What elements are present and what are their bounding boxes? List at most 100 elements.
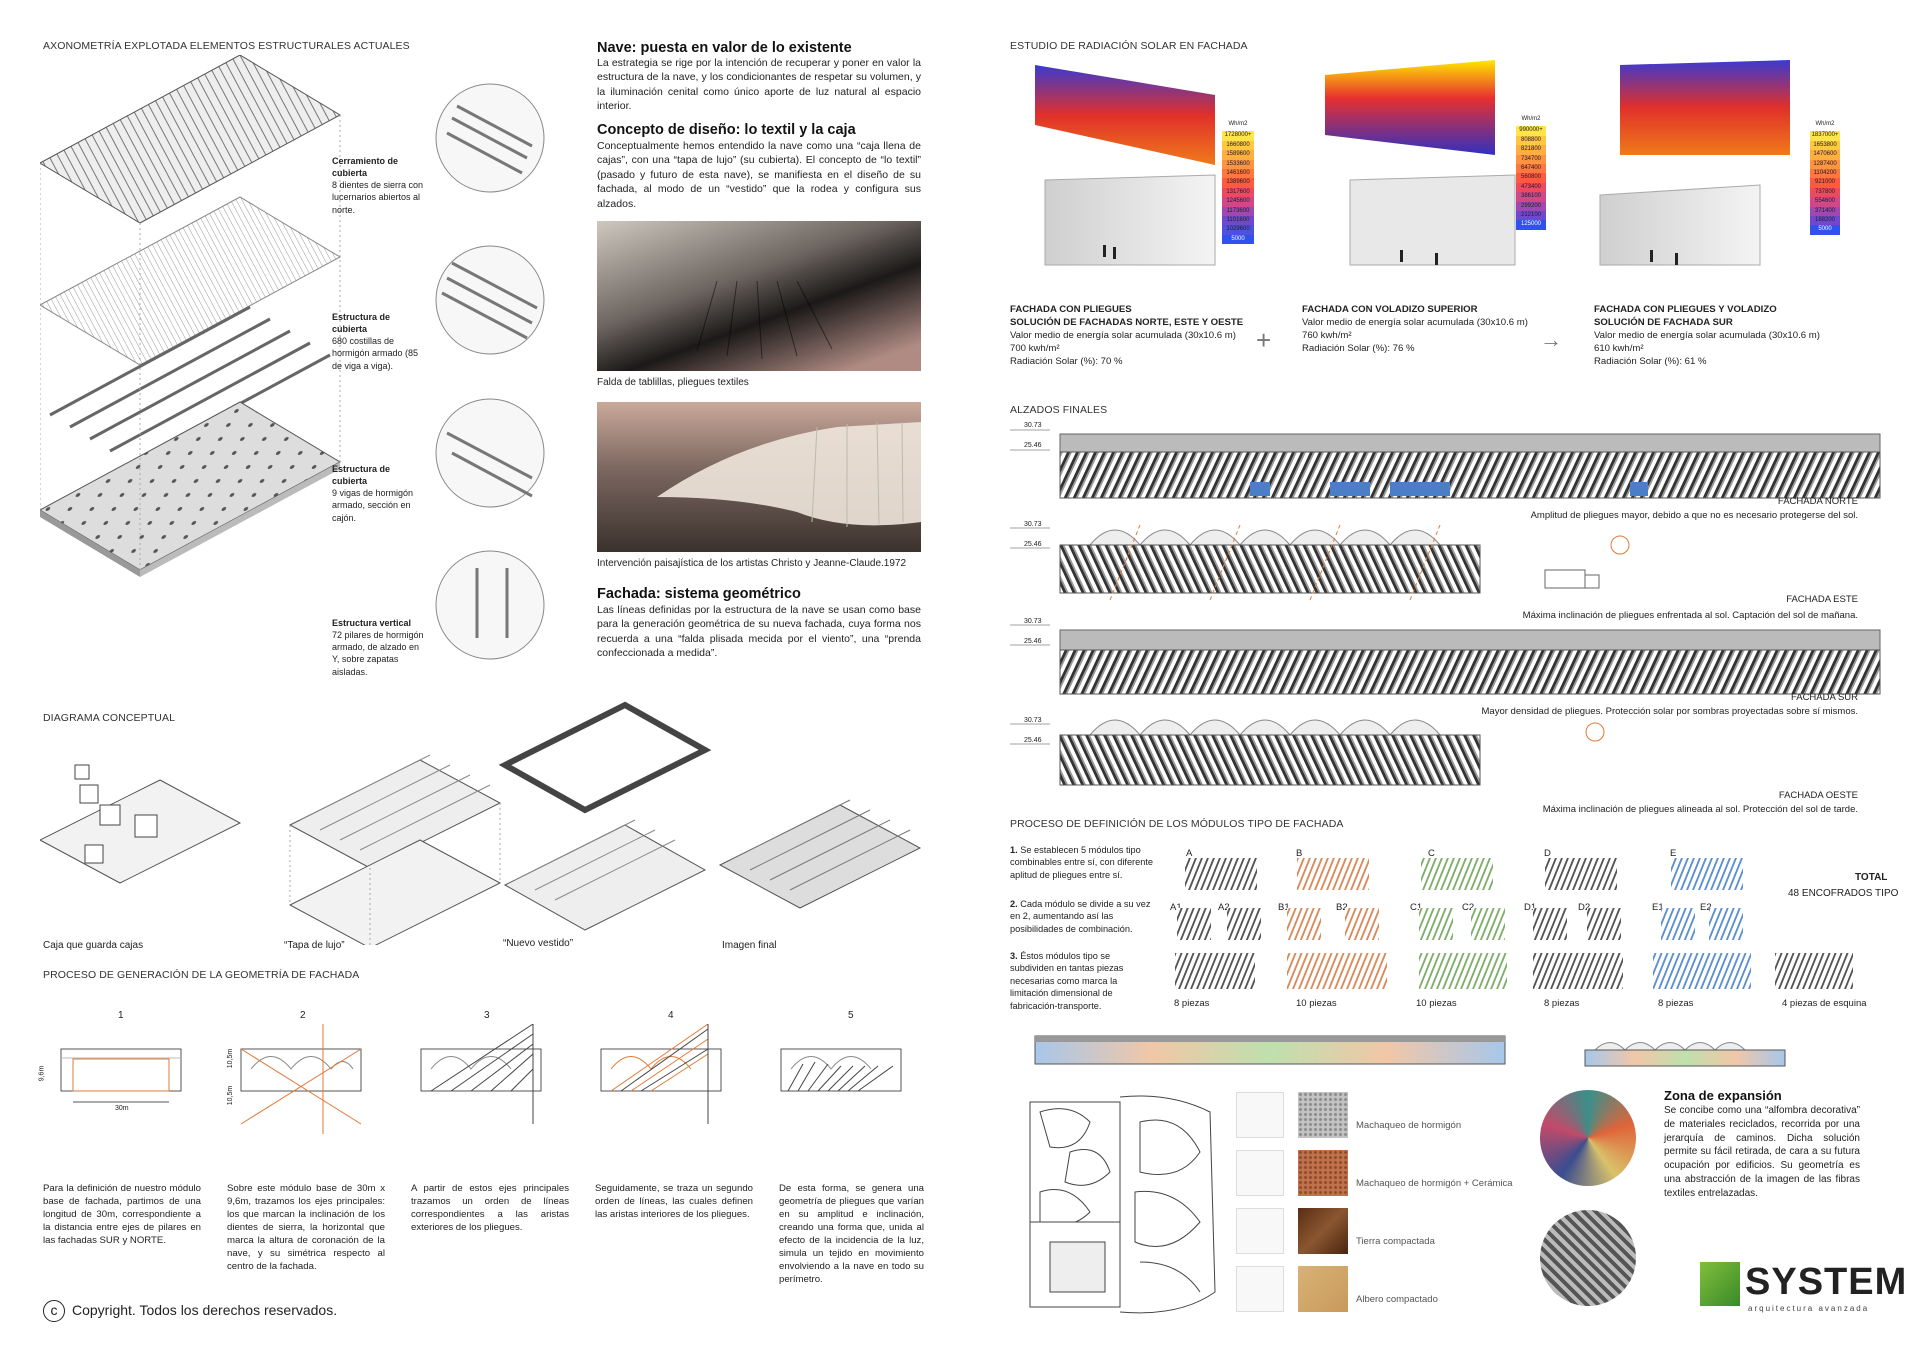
process-title: PROCESO DE GENERACIÓN DE LA GEOMETRÍA DE… — [43, 969, 360, 981]
module-letter: E — [1670, 848, 1677, 859]
material-swatch — [1236, 1208, 1284, 1254]
module-letter: B — [1296, 848, 1303, 859]
material-swatch — [1236, 1266, 1284, 1312]
module-sub: A1 — [1170, 902, 1182, 913]
piece-count: 10 piezas — [1296, 998, 1337, 1009]
textile-circle-color — [1540, 1090, 1636, 1186]
elevation-desc: Amplitud de pliegues mayor, debido a que… — [1530, 510, 1858, 521]
axonometry-title: AXONOMETRÍA EXPLOTADA ELEMENTOS ESTRUCTU… — [43, 40, 410, 52]
module-letter: D — [1544, 848, 1551, 859]
diagram-label: Imagen final — [722, 940, 777, 951]
nave-text: La estrategia se rige por la intención d… — [597, 57, 921, 113]
concepto-text: Conceptualmente hemos entendido la nave … — [597, 140, 921, 210]
step-number: 3 — [484, 1010, 490, 1021]
step-text: A partir de estos ejes principales traza… — [411, 1183, 569, 1233]
brand-subtitle: arquitectura avanzada — [1748, 1304, 1870, 1313]
diagram-label: “Nuevo vestido” — [503, 938, 574, 949]
module-sub: C1 — [1410, 902, 1423, 913]
arrow-icon: → — [1540, 327, 1562, 352]
legend-unit: Wh/m2 — [1228, 121, 1248, 127]
step-text: Para la definición de nuestro módulo bas… — [43, 1183, 201, 1246]
combined-elevation-strip — [1034, 1035, 1786, 1067]
elevation-name: FACHADA OESTE — [1778, 790, 1858, 801]
module-letter: C — [1428, 848, 1435, 859]
module-sub: C2 — [1462, 902, 1475, 913]
material-label: Albero compactado — [1356, 1294, 1438, 1305]
elevation-name: FACHADA NORTE — [1777, 496, 1858, 507]
exploded-axonometry — [40, 55, 342, 577]
module-swatches — [1175, 858, 1853, 989]
elevation-desc: Máxima inclinación de pliegues alineada … — [1542, 804, 1858, 815]
diagram-label: “Tapa de lujo” — [284, 940, 345, 951]
fachada-text: Las líneas definidas por la estructura d… — [597, 604, 921, 660]
concepto-title: Concepto de diseño: lo textil y la caja — [597, 122, 856, 138]
alzados-title: ALZADOS FINALES — [1010, 404, 1108, 416]
module-sub: E2 — [1700, 902, 1712, 913]
module-sub: E1 — [1652, 902, 1664, 913]
diagram-label: Caja que guarda cajas — [43, 940, 144, 951]
material-swatch — [1298, 1150, 1348, 1196]
material-swatch — [1236, 1092, 1284, 1138]
dim-label: 30m — [115, 1105, 129, 1112]
elevation-desc: Máxima inclinación de pliegues enfrentad… — [1522, 610, 1858, 621]
dim-label: 10,5m — [227, 1085, 235, 1106]
material-swatch — [1298, 1266, 1348, 1312]
material-label: Machaqueo de hormigón — [1356, 1120, 1462, 1131]
dim-label: 9,6m — [38, 1065, 46, 1082]
piece-count: 8 piezas — [1174, 998, 1210, 1009]
solar-study-images — [1035, 60, 1790, 266]
piece-count: 10 piezas — [1416, 998, 1457, 1009]
copyright-icon: c — [43, 1300, 65, 1322]
skirt-photo — [597, 221, 921, 371]
fachada-title: Fachada: sistema geométrico — [597, 586, 801, 602]
piece-count: 8 piezas — [1658, 998, 1694, 1009]
material-label: Tierra compactada — [1356, 1236, 1435, 1247]
detail-circles — [435, 83, 545, 660]
elevations-block: 30.73 25.46 30.73 25.46 30.73 25.46 30.7… — [1010, 420, 1890, 820]
elevation-name: FACHADA ESTE — [1786, 594, 1858, 605]
step-number: 2 — [300, 1010, 306, 1021]
step-text: De esta forma, se genera una geometría d… — [779, 1183, 924, 1285]
module-step: 1. Se establecen 5 módulos tipo combinab… — [1010, 845, 1153, 880]
plus-sign: + — [1256, 325, 1272, 355]
step-text: Sobre este módulo base de 30m x 9,6m, tr… — [227, 1183, 385, 1272]
material-swatch — [1298, 1092, 1348, 1138]
module-sub: B2 — [1336, 902, 1348, 913]
module-letter: A — [1186, 848, 1193, 859]
photo2-caption: Intervención paisajística de los artista… — [597, 558, 907, 569]
step-number: 1 — [118, 1010, 124, 1021]
module-step: 3. Éstos módulos tipo se subdividen en t… — [1010, 951, 1124, 1011]
solar-title: ESTUDIO DE RADIACIÓN SOLAR EN FACHADA — [1010, 40, 1248, 52]
modules-title: PROCESO DE DEFINICIÓN DE LOS MÓDULOS TIP… — [1010, 818, 1344, 830]
step-number: 5 — [848, 1010, 854, 1021]
photo1-caption: Falda de tablillas, pliegues textiles — [597, 377, 749, 388]
module-sub: A2 — [1218, 902, 1230, 913]
zona-text: Se concibe como una “alfombra decorativa… — [1664, 1105, 1860, 1199]
elevation-desc: Mayor densidad de pliegues. Protección s… — [1481, 706, 1858, 717]
christo-photo — [597, 402, 921, 552]
zona-title: Zona de expansión — [1664, 1088, 1782, 1103]
step-text: Seguidamente, se traza un segundo orden … — [595, 1183, 753, 1220]
material-swatch — [1298, 1208, 1348, 1254]
geometry-steps — [60, 1024, 902, 1134]
module-sub: D1 — [1524, 902, 1537, 913]
conceptual-diagram — [40, 701, 922, 945]
copyright-text: Copyright. Todos los derechos reservados… — [72, 1302, 338, 1318]
total-label: TOTAL — [1855, 872, 1888, 883]
step-number: 4 — [668, 1010, 674, 1021]
module-sub: B1 — [1278, 902, 1290, 913]
nave-title: Nave: puesta en valor de lo existente — [597, 40, 852, 56]
piece-count: 4 piezas de esquina — [1782, 998, 1867, 1009]
piece-count: 8 piezas — [1544, 998, 1580, 1009]
dim-label: 10,5m — [227, 1048, 235, 1069]
